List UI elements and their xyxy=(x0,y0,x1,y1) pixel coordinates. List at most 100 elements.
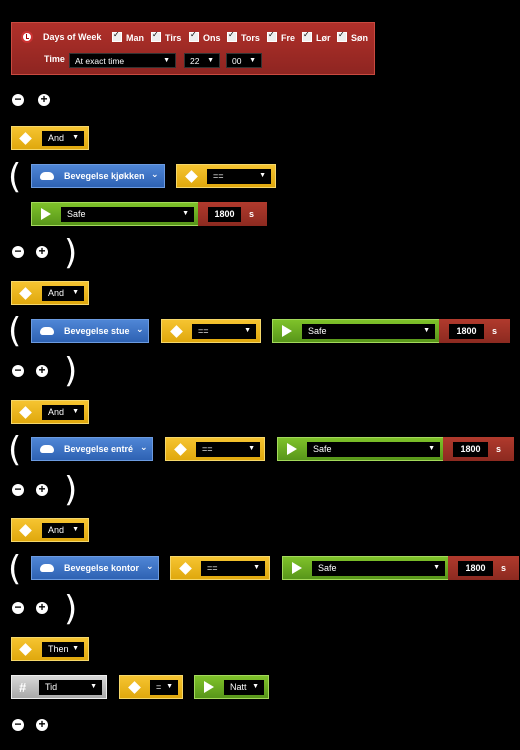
duration-unit: s xyxy=(492,326,498,336)
state-block: Safe▼ xyxy=(282,556,450,580)
close-paren: ) xyxy=(64,351,78,391)
device-block[interactable]: Bevegelse stue ⌄ xyxy=(31,319,149,343)
operator-select[interactable]: ==▼ xyxy=(192,324,256,339)
diamond-icon xyxy=(128,681,141,694)
checkbox-mark-icon xyxy=(151,30,161,42)
duration-input[interactable]: 1800 xyxy=(449,324,484,339)
day-thu-checkbox[interactable]: Tors xyxy=(227,30,260,43)
add-button[interactable]: + xyxy=(36,364,48,377)
value-block: Natt▼ xyxy=(194,675,269,699)
duration-unit: s xyxy=(501,563,507,573)
dropdown-arrow-icon: ▼ xyxy=(163,57,170,64)
dropdown-arrow-icon: ▼ xyxy=(423,327,430,334)
add-button[interactable]: + xyxy=(36,245,48,258)
add-button[interactable]: + xyxy=(36,483,48,496)
dropdown-arrow-icon: ▼ xyxy=(72,408,79,415)
operator-select[interactable]: ==▼ xyxy=(207,169,271,184)
day-wed-checkbox[interactable]: Ons xyxy=(189,30,221,43)
time-mode-select[interactable]: At exact time▼ xyxy=(69,53,176,68)
close-paren: ) xyxy=(64,233,78,273)
operator-block: ==▼ xyxy=(176,164,276,188)
duration-input[interactable]: 1800 xyxy=(208,207,241,222)
checkbox-mark-icon xyxy=(267,30,277,42)
logic-and-block: And▼ xyxy=(11,281,89,305)
open-paren: ( xyxy=(8,549,22,589)
dropdown-arrow-icon: ▼ xyxy=(249,57,256,64)
duration-block: 1800 s xyxy=(443,437,514,461)
remove-button[interactable]: − xyxy=(12,364,24,377)
close-paren: ) xyxy=(64,589,78,629)
cloud-icon xyxy=(40,564,54,572)
device-name: Bevegelse stue xyxy=(64,326,130,336)
device-block[interactable]: Bevegelse kontor ⌄ xyxy=(31,556,159,580)
play-icon xyxy=(292,562,302,574)
remove-button[interactable]: − xyxy=(12,245,24,258)
state-select[interactable]: Safe▼ xyxy=(302,324,435,339)
diamond-icon xyxy=(19,406,32,419)
state-block: Safe▼ xyxy=(31,202,199,226)
dropdown-arrow-icon: ▼ xyxy=(72,289,79,296)
variable-select[interactable]: Tid▼ xyxy=(39,680,102,695)
remove-button[interactable]: − xyxy=(12,601,24,614)
cloud-icon xyxy=(40,327,54,335)
diamond-icon xyxy=(179,562,192,575)
state-select[interactable]: Safe▼ xyxy=(307,442,440,457)
open-paren: ( xyxy=(8,430,22,470)
add-button[interactable]: + xyxy=(38,93,50,106)
logic-select[interactable]: And▼ xyxy=(42,523,84,538)
value-select[interactable]: Natt▼ xyxy=(224,680,264,695)
dropdown-arrow-icon: ▼ xyxy=(90,683,97,690)
logic-select[interactable]: And▼ xyxy=(42,405,84,420)
duration-input[interactable]: 1800 xyxy=(458,561,493,576)
device-name: Bevegelse kjøkken xyxy=(64,171,145,181)
remove-button[interactable]: − xyxy=(12,483,24,496)
day-mon-checkbox[interactable]: Man xyxy=(112,30,144,43)
dropdown-arrow-icon: ▼ xyxy=(72,645,79,652)
diamond-icon xyxy=(185,170,198,183)
checkbox-mark-icon xyxy=(302,30,312,42)
dropdown-arrow-icon: ▼ xyxy=(253,564,260,571)
add-button[interactable]: + xyxy=(36,718,48,731)
duration-input[interactable]: 1800 xyxy=(453,442,488,457)
dropdown-arrow-icon: ▼ xyxy=(433,564,440,571)
hour-select[interactable]: 22▼ xyxy=(184,53,220,68)
logic-and-block: And▼ xyxy=(11,126,89,150)
operator-select[interactable]: =▼ xyxy=(150,680,178,695)
logic-select[interactable]: And▼ xyxy=(42,286,84,301)
minute-select[interactable]: 00▼ xyxy=(226,53,262,68)
days-of-week-label: Days of Week xyxy=(43,32,102,42)
checkbox-mark-icon xyxy=(189,30,199,42)
logic-select[interactable]: Then▼ xyxy=(42,642,84,657)
cloud-icon xyxy=(40,172,54,180)
chevron-down-icon: ⌄ xyxy=(146,561,154,571)
day-fri-checkbox[interactable]: Fre xyxy=(267,30,295,43)
diamond-icon xyxy=(19,524,32,537)
device-block[interactable]: Bevegelse entré ⌄ xyxy=(31,437,153,461)
day-sat-checkbox[interactable]: Lør xyxy=(302,30,331,43)
add-button[interactable]: + xyxy=(36,601,48,614)
device-block[interactable]: Bevegelse kjøkken ⌄ xyxy=(31,164,165,188)
dropdown-arrow-icon: ▼ xyxy=(259,172,266,179)
day-tue-checkbox[interactable]: Tirs xyxy=(151,30,181,43)
operator-block: ==▼ xyxy=(165,437,265,461)
operator-select[interactable]: ==▼ xyxy=(196,442,260,457)
day-sun-checkbox[interactable]: Søn xyxy=(337,30,368,43)
remove-button[interactable]: − xyxy=(12,93,24,106)
play-icon xyxy=(282,325,292,337)
operator-block: =▼ xyxy=(119,675,183,699)
operator-block: ==▼ xyxy=(161,319,261,343)
open-paren: ( xyxy=(8,157,22,197)
duration-block: 1800 s xyxy=(439,319,510,343)
logic-select[interactable]: And▼ xyxy=(42,131,84,146)
state-select[interactable]: Safe▼ xyxy=(312,561,445,576)
variable-block: # Tid▼ xyxy=(11,675,107,699)
state-select[interactable]: Safe▼ xyxy=(61,207,194,222)
state-block: Safe▼ xyxy=(272,319,440,343)
duration-block: 1800 s xyxy=(198,202,267,226)
remove-button[interactable]: − xyxy=(12,718,24,731)
operator-select[interactable]: ==▼ xyxy=(201,561,265,576)
state-block: Safe▼ xyxy=(277,437,445,461)
diamond-icon xyxy=(170,325,183,338)
dropdown-arrow-icon: ▼ xyxy=(207,57,214,64)
checkbox-mark-icon xyxy=(337,30,347,42)
